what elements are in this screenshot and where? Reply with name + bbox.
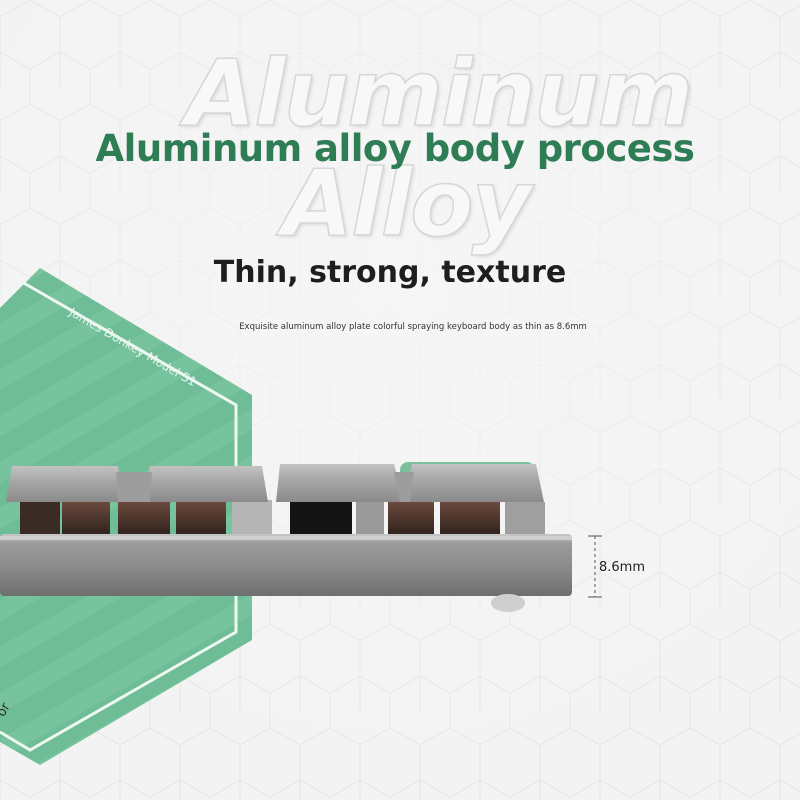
keyboard-foot bbox=[491, 594, 525, 612]
keyboard-keycaps bbox=[6, 462, 544, 502]
keyboard-aluminum-body bbox=[0, 534, 572, 596]
thickness-dimension-marker bbox=[588, 535, 602, 598]
subheadline: Thin, strong, texture bbox=[213, 255, 567, 290]
keyboard-switches bbox=[20, 498, 545, 536]
headline: Aluminum alloy body process bbox=[95, 127, 695, 170]
caption: Exquisite aluminum alloy plate colorful … bbox=[239, 322, 587, 332]
thickness-label: 8.6mm bbox=[599, 560, 646, 575]
